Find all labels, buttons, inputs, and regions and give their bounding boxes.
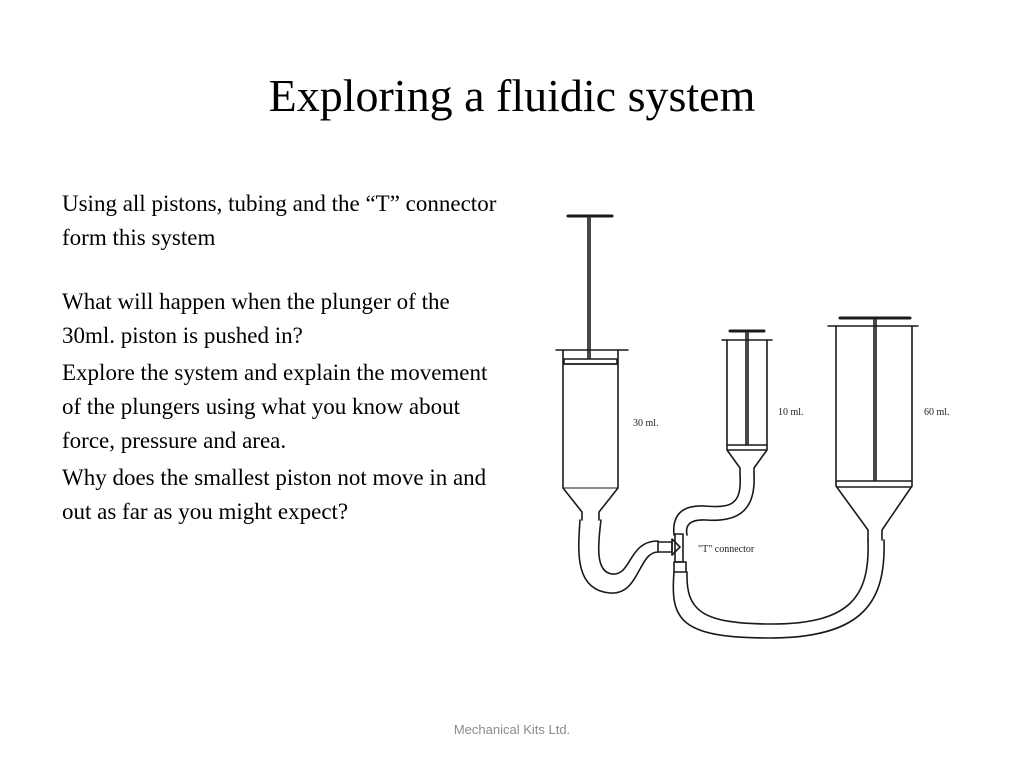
t-connector — [657, 533, 687, 573]
explore-paragraph: Explore the system and explain the movem… — [62, 360, 488, 453]
why-paragraph: Why does the smallest piston not move in… — [62, 465, 487, 524]
tubing-t-to-60ml — [672, 539, 885, 639]
slide-title: Exploring a fluidic system — [268, 70, 756, 121]
question-paragraph: What will happen when the plunger of the… — [62, 289, 450, 348]
fluidic-system-diagram: 30 ml. 10 ml. 60 ml. "T" connector — [555, 214, 950, 639]
syringe-30ml — [555, 214, 629, 521]
instruction-paragraph: Using all pistons, tubing and the “T” co… — [62, 191, 497, 250]
footer-company: Mechanical Kits Ltd. — [453, 722, 571, 737]
tubing-10ml-to-t — [673, 474, 755, 536]
slide-body: Using all pistons, tubing and the “T” co… — [62, 187, 507, 529]
tubing-30ml-to-t — [577, 519, 659, 594]
label-60ml: 60 ml. — [924, 407, 950, 418]
label-t-connector: "T" connector — [698, 544, 755, 555]
syringe-60ml — [827, 316, 919, 541]
label-30ml: 30 ml. — [633, 418, 659, 429]
label-10ml: 10 ml. — [778, 407, 804, 418]
syringe-10ml — [721, 329, 773, 476]
